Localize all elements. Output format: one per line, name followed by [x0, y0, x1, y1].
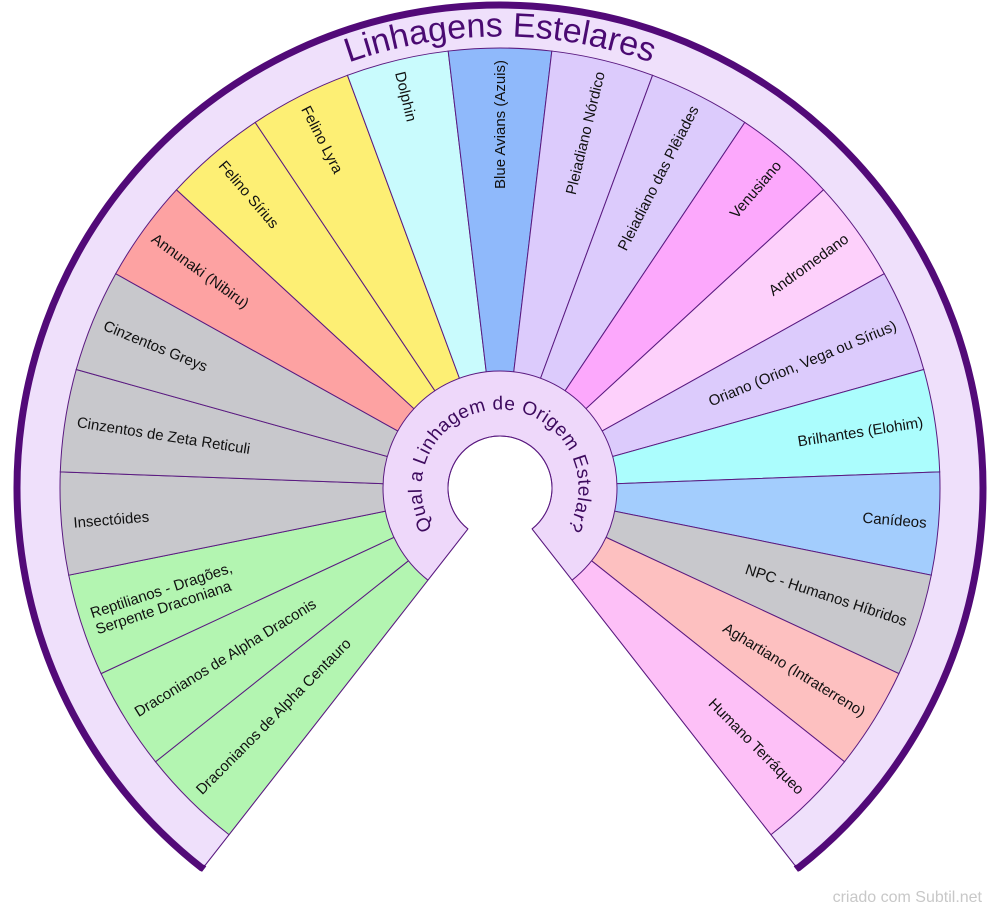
opening-edge-line: [202, 528, 469, 869]
segments-group: Draconianos de Alpha CentauroDraconianos…: [59, 47, 941, 836]
lineage-segment[interactable]: Reptilianos - Dragões,Serpente Draconian…: [68, 510, 397, 675]
keyhole-gap: [196, 528, 804, 877]
hub-ring: [196, 370, 804, 877]
lineage-segment[interactable]: Brilhantes (Elohim): [610, 368, 941, 485]
segment-label-line: Blue Avians (Azuis): [492, 60, 509, 189]
segment-label: Blue Avians (Azuis): [492, 60, 509, 189]
lineage-segment[interactable]: Annunaki (Nibiru): [115, 189, 417, 433]
credit-text: criado com Subtil.net: [832, 889, 982, 906]
lineage-segment[interactable]: Andromedano: [583, 189, 885, 433]
hub-hole-arc: [447, 435, 553, 530]
segment-label: Insectóides: [73, 509, 150, 532]
segment-label-line: Canídeos: [862, 510, 927, 532]
lineage-segment[interactable]: Cinzentos Greys: [75, 273, 401, 458]
lineage-segment[interactable]: Felino Sírius: [175, 121, 437, 411]
opening-edge-line: [531, 528, 798, 869]
border-cap: [793, 864, 801, 872]
segment-label-line: Insectóides: [73, 509, 150, 532]
border-cap: [199, 864, 207, 872]
lineage-segment[interactable]: Cinzentos de Zeta Reticuli: [59, 368, 390, 485]
outer-border-arc: [13, 1, 987, 872]
segment-label: Canídeos: [862, 510, 927, 532]
